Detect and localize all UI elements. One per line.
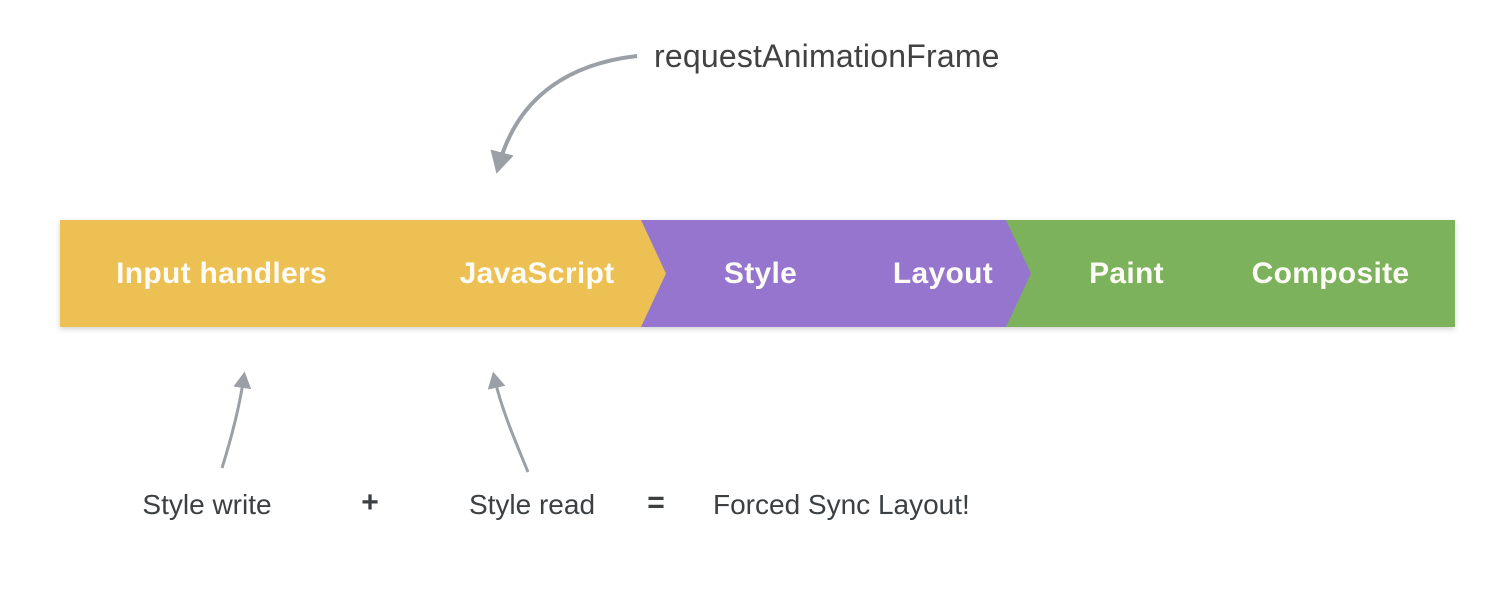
pipeline-bar: Input handlers JavaScript Style Layout P…: [60, 220, 1455, 327]
segment-label: Layout: [892, 256, 994, 290]
segment-label: Composite: [1251, 256, 1410, 290]
pipeline-segment-composite: Composite: [1181, 220, 1455, 327]
style-read-arrow: [487, 371, 530, 473]
request-animation-frame-label: requestAnimationFrame: [654, 38, 1000, 74]
style-write-arrow: [220, 371, 252, 469]
segment-label: Style: [723, 256, 798, 290]
segment-label: Input handlers: [116, 256, 327, 290]
style-write-label: Style write: [142, 489, 272, 520]
plus-operator: +: [361, 486, 379, 519]
raf-curved-arrow: [490, 54, 638, 174]
forced-sync-layout-label: Forced Sync Layout!: [713, 489, 970, 520]
segment-label: JavaScript: [459, 256, 615, 290]
pipeline-segment-input-handlers: Input handlers: [60, 220, 408, 327]
equals-operator: =: [647, 486, 665, 519]
segment-label: Paint: [1089, 256, 1164, 290]
style-read-label: Style read: [468, 489, 596, 520]
